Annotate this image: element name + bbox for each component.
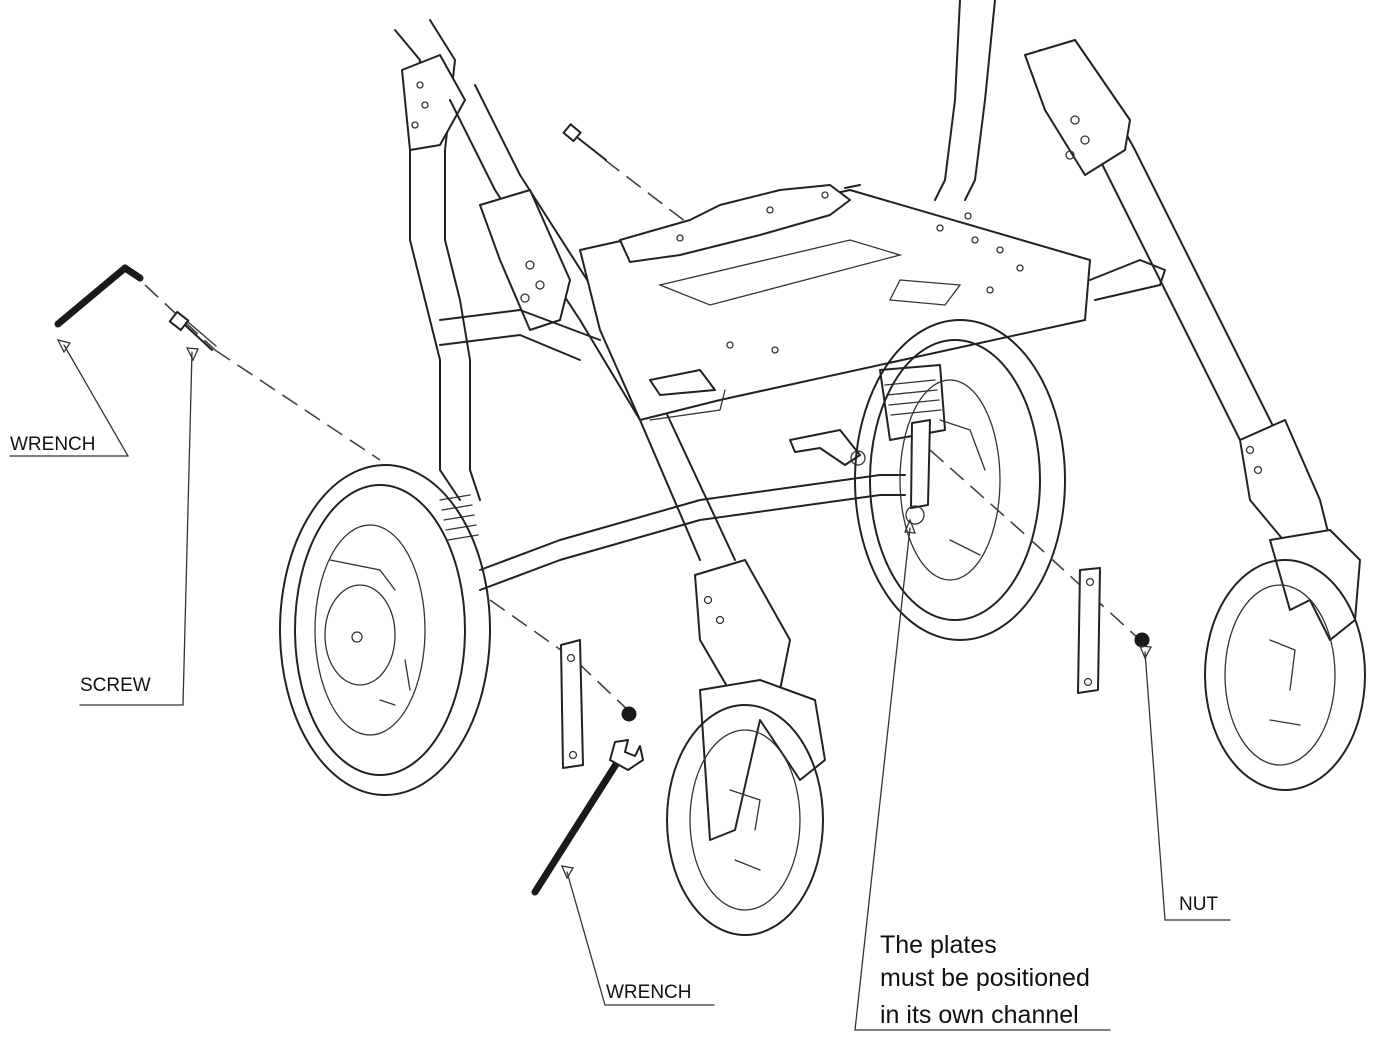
hex-key-icon [54,264,144,328]
label-wrench-bottom: WRENCH [606,982,692,1003]
screw-icon [168,310,217,351]
front-right-caster [1204,529,1366,791]
label-wrench-top: WRENCH [10,434,96,455]
inner-plate-icon [905,419,931,525]
rear-right-wheel [854,319,1066,641]
left-plate-icon [560,639,584,769]
label-nut: NUT [1179,894,1218,915]
note-line-1: The plates [880,931,997,959]
assembly-line-left-plate [489,599,631,713]
frame [394,0,1331,701]
leader-lines [9,339,1231,1031]
open-wrench-icon [531,739,644,896]
assembly-line-right-plate [929,449,1141,641]
assembly-line-top-screw [604,159,691,226]
right-nut-icon [1134,632,1150,648]
left-nut-icon [621,706,637,722]
rear-left-wheel [279,464,491,796]
front-left-caster [666,679,826,936]
parts [54,123,1150,896]
top-screw-icon [562,123,607,161]
label-screw: SCREW [80,675,151,696]
right-plate-icon [1077,567,1101,694]
note-line-2: must be positioned [880,964,1090,992]
note-line-3: in its own channel [880,1001,1079,1029]
assembly-line-rear-axle [214,349,381,461]
assembly-line-rear-screw [144,284,216,351]
